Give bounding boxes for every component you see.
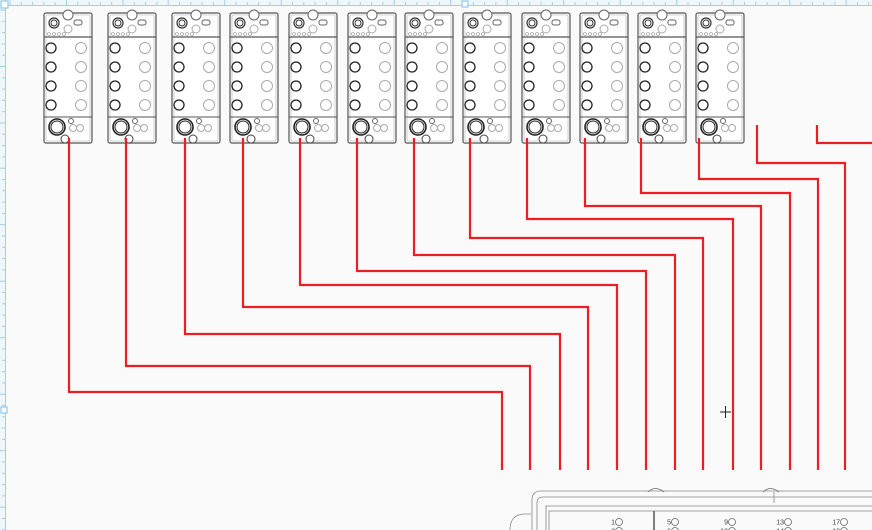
io-module-row: [43, 9, 745, 144]
pin-label: 9: [724, 520, 728, 527]
ruler-origin-handle[interactable]: [0, 0, 9, 9]
io-module[interactable]: [579, 9, 629, 144]
io-module[interactable]: [347, 9, 397, 144]
io-module[interactable]: [695, 9, 745, 144]
pin-hole[interactable]: [728, 527, 736, 530]
terminal-connector[interactable]: [509, 488, 872, 530]
io-module[interactable]: [462, 9, 512, 144]
pin-label: 14: [776, 529, 784, 530]
pin-label: 6: [667, 529, 671, 530]
pin-label: 17: [832, 520, 840, 527]
wire[interactable]: [639, 138, 792, 470]
pin-label: 5: [667, 520, 671, 527]
wire[interactable]: [298, 138, 619, 470]
wire[interactable]: [583, 138, 763, 470]
io-module[interactable]: [637, 9, 687, 144]
ruler-handle-left[interactable]: [0, 406, 8, 414]
wire[interactable]: [525, 138, 735, 470]
left-ruler: [0, 0, 6, 530]
ruler-handle-top[interactable]: [461, 0, 469, 8]
wire[interactable]: [355, 138, 648, 470]
pin-hole[interactable]: [671, 527, 679, 530]
pin-label: 13: [776, 520, 784, 527]
wire-harness: [67, 125, 872, 470]
io-module[interactable]: [229, 9, 279, 144]
pin-hole[interactable]: [784, 527, 792, 530]
pin-hole[interactable]: [615, 527, 623, 530]
pin-hole[interactable]: [728, 518, 736, 526]
pin-label: 10: [720, 529, 728, 530]
pin-label: 18: [832, 529, 840, 530]
io-module[interactable]: [43, 9, 93, 144]
io-module[interactable]: [521, 9, 571, 144]
wire[interactable]: [67, 138, 504, 470]
top-ruler: [0, 0, 872, 6]
io-module[interactable]: [107, 9, 157, 144]
pin-hole[interactable]: [840, 518, 848, 526]
pin-label: 1: [611, 520, 615, 527]
connector-pins: 1 2 5 6 9 10 13 14 17 18: [611, 518, 848, 530]
io-module[interactable]: [171, 9, 221, 144]
io-module[interactable]: [288, 9, 338, 144]
wire[interactable]: [468, 138, 705, 470]
io-module[interactable]: [404, 9, 454, 144]
wire[interactable]: [815, 125, 872, 145]
pin-hole[interactable]: [671, 518, 679, 526]
wire[interactable]: [412, 138, 677, 470]
wire[interactable]: [241, 138, 590, 470]
wire[interactable]: [183, 138, 562, 470]
wire[interactable]: [124, 138, 532, 470]
pin-label: 2: [611, 529, 615, 530]
pin-hole[interactable]: [840, 527, 848, 530]
wire[interactable]: [697, 138, 820, 470]
pin-hole[interactable]: [615, 518, 623, 526]
crosshair-cursor-icon: [720, 406, 731, 418]
pin-hole[interactable]: [784, 518, 792, 526]
wire[interactable]: [755, 125, 847, 470]
